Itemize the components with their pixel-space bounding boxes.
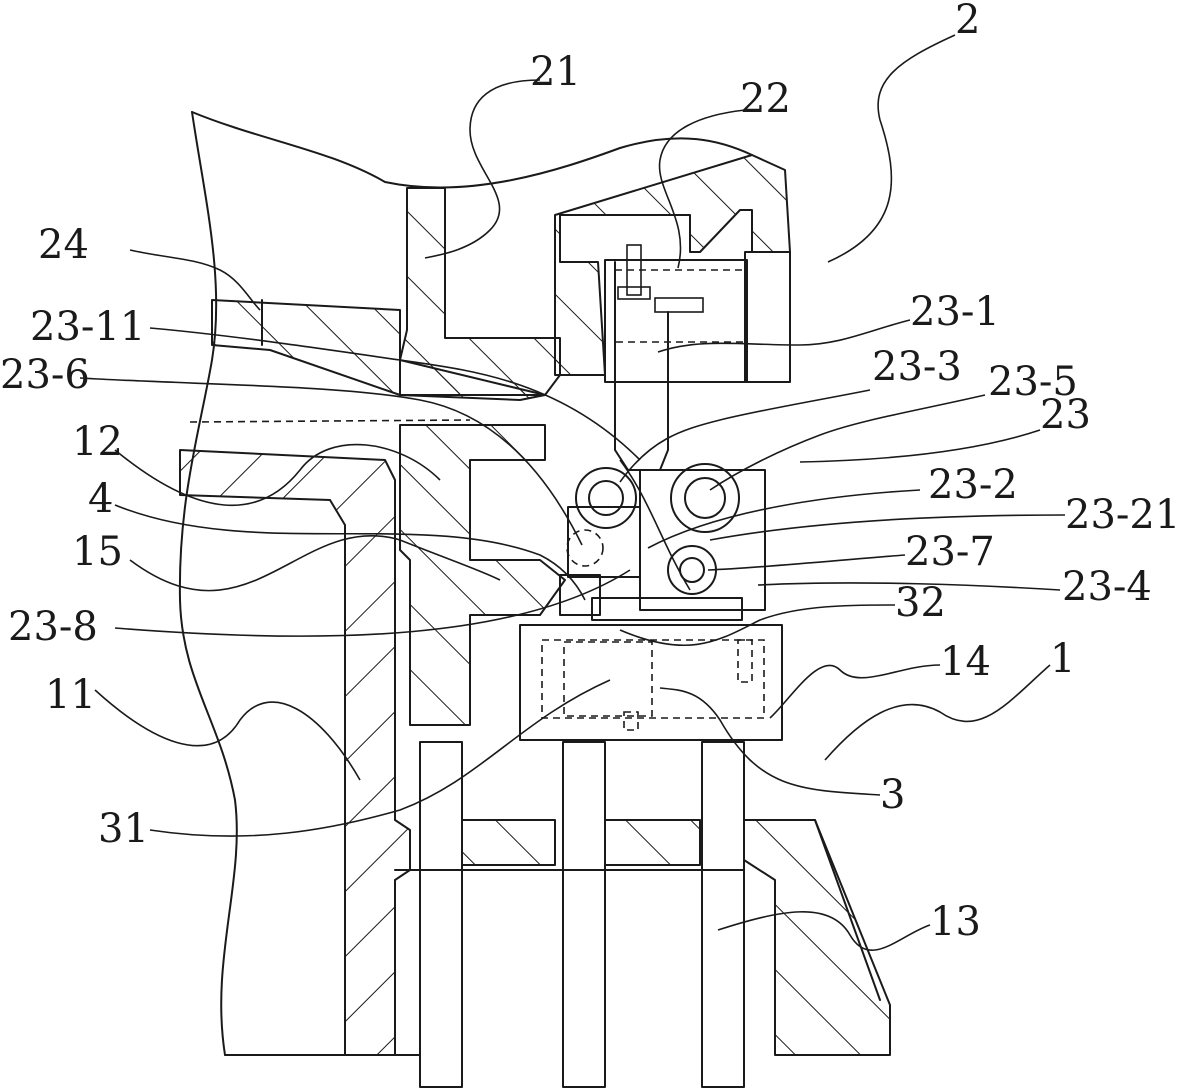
bracket-23-8 bbox=[559, 574, 601, 616]
label-14: 14 bbox=[940, 639, 991, 685]
frame-23-4 bbox=[639, 469, 766, 611]
top-dashed-edge bbox=[189, 419, 471, 423]
box-3-inner bbox=[563, 641, 653, 717]
bolt-14 bbox=[737, 639, 753, 683]
label-31: 31 bbox=[98, 806, 149, 852]
upper-flange-24 bbox=[211, 299, 546, 401]
roller-23-3-inner bbox=[588, 480, 624, 516]
label-23: 23 bbox=[1040, 392, 1091, 438]
screw-22 bbox=[626, 244, 642, 296]
plate-32 bbox=[591, 597, 743, 621]
label-4: 4 bbox=[88, 476, 113, 522]
label-21: 21 bbox=[530, 49, 581, 95]
roller-23-5-inner bbox=[684, 477, 726, 519]
frame-11 bbox=[179, 449, 411, 1056]
leg-left bbox=[419, 741, 463, 1088]
base-edge bbox=[814, 819, 881, 1001]
label-23-8: 23-8 bbox=[8, 604, 98, 650]
label-15: 15 bbox=[72, 529, 123, 575]
label-11: 11 bbox=[45, 672, 96, 718]
break-line-top bbox=[191, 111, 753, 189]
label-23-5: 23-5 bbox=[988, 359, 1078, 405]
base-bar-2 bbox=[604, 819, 701, 866]
box-14-inner bbox=[541, 639, 765, 719]
screw-22-nut bbox=[654, 297, 704, 313]
label-23-2: 23-2 bbox=[928, 462, 1018, 508]
housing-right-lip bbox=[744, 251, 791, 383]
break-line-left bbox=[178, 111, 238, 1056]
label-12: 12 bbox=[72, 419, 123, 465]
base-bar-1 bbox=[461, 819, 556, 866]
upper-housing-right bbox=[554, 154, 791, 376]
leg-middle bbox=[562, 741, 606, 1088]
leader-lines bbox=[79, 34, 1066, 951]
cavity-dashed bbox=[614, 269, 746, 343]
housing-cavity bbox=[604, 259, 748, 383]
label-23-11: 23-11 bbox=[30, 304, 145, 350]
label-24: 24 bbox=[38, 222, 89, 268]
label-23-3: 23-3 bbox=[872, 344, 962, 390]
upper-housing-left-wall bbox=[399, 187, 561, 396]
label-23-21: 23-21 bbox=[1065, 492, 1180, 538]
block-12 bbox=[399, 424, 566, 726]
label-23-6: 23-6 bbox=[0, 352, 90, 398]
belt-23-21 bbox=[619, 459, 691, 591]
label-23-7: 23-7 bbox=[905, 529, 995, 575]
roller-23-6 bbox=[566, 529, 604, 567]
roller-23-5-outer bbox=[670, 463, 740, 533]
roller-23-7-inner bbox=[679, 557, 705, 583]
leg-right bbox=[701, 741, 745, 1088]
label-23-4: 23-4 bbox=[1062, 564, 1152, 610]
label-23-1: 23-1 bbox=[910, 289, 1000, 335]
label-2: 2 bbox=[955, 0, 980, 43]
label-22: 22 bbox=[740, 76, 791, 122]
label-32: 32 bbox=[895, 580, 946, 626]
box-14 bbox=[519, 624, 783, 741]
label-13: 13 bbox=[930, 899, 981, 945]
screw-22-head bbox=[617, 286, 651, 300]
roller-23-3-outer bbox=[575, 467, 637, 529]
label-3: 3 bbox=[880, 772, 905, 818]
label-1: 1 bbox=[1050, 636, 1075, 682]
base-13 bbox=[743, 819, 891, 1056]
bolt-3 bbox=[623, 711, 639, 731]
